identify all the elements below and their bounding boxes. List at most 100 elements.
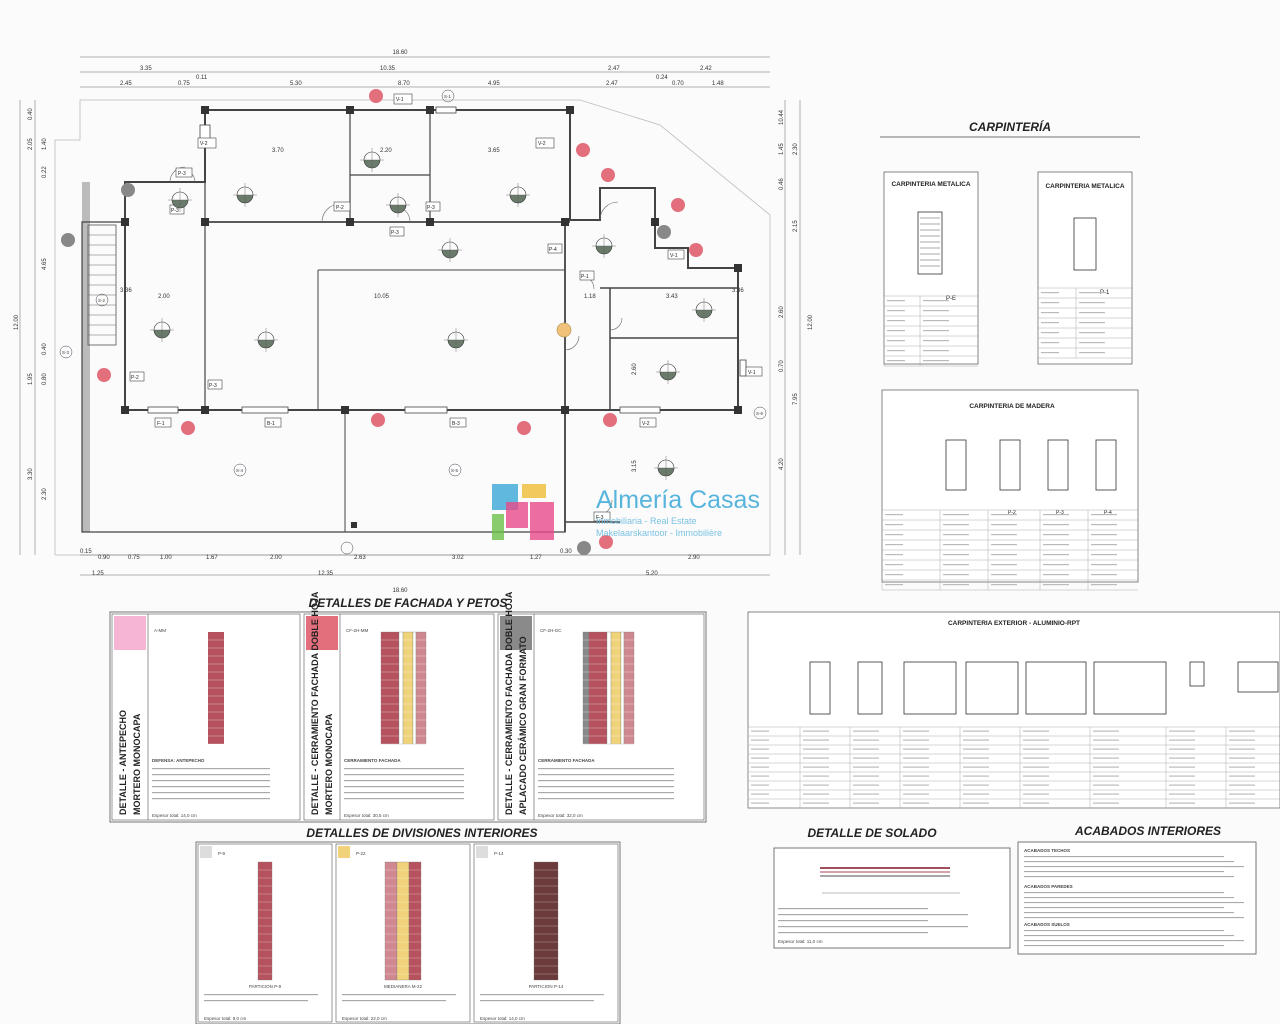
- ceiling-light-icon: [254, 328, 278, 352]
- red-dot: [97, 368, 111, 382]
- dim: 0.46: [779, 178, 785, 190]
- table-cell: [903, 757, 929, 759]
- solado-frame: [773, 847, 1011, 949]
- table-cell: [887, 300, 905, 302]
- text-line: [1024, 892, 1224, 894]
- table-cell: [887, 330, 905, 332]
- spec-table: [1037, 287, 1132, 359]
- dim: 5.30: [290, 81, 302, 87]
- grey-dot: [657, 225, 671, 239]
- table-cell: [1169, 748, 1195, 750]
- table-cell: [943, 514, 969, 516]
- tag: P-3: [427, 205, 435, 211]
- dim: 0.30: [560, 549, 572, 555]
- table-cell: [1079, 332, 1105, 334]
- table-cell: [751, 757, 769, 759]
- table-cell: [887, 360, 905, 362]
- red-dot: [576, 143, 590, 157]
- columns: [121, 106, 742, 528]
- sensor-circles: [59, 89, 767, 555]
- vertical-title: DETALLE - ANTEPECHO: [118, 710, 128, 815]
- site-outline: [54, 99, 771, 556]
- table-cell: [1169, 739, 1195, 741]
- dim: 3.35: [140, 66, 152, 72]
- detail-code: A-MM: [154, 628, 166, 633]
- table-cell: [923, 310, 949, 312]
- table-cell: [1091, 584, 1117, 586]
- vertical-subtitle: APLACADO CERÁMICO GRAN FORMATO: [518, 636, 528, 815]
- dim: 0.24: [656, 75, 668, 81]
- table-cell: [853, 748, 879, 750]
- detail-heading: CERRAMIENTO FACHADA: [344, 758, 401, 763]
- door-code: P-3: [1056, 510, 1064, 516]
- dim-overall-bottom: 18.60: [392, 588, 408, 594]
- dim: 2.05: [28, 138, 34, 150]
- table-cell: [1043, 544, 1069, 546]
- dim: 2.30: [793, 143, 799, 155]
- division-code: P-14: [494, 851, 504, 856]
- table-cell: [1093, 748, 1119, 750]
- table-cell: [963, 784, 989, 786]
- table-cell: [853, 793, 879, 795]
- red-dot: [671, 198, 685, 212]
- red-dot: [517, 421, 531, 435]
- table-cell: [903, 784, 929, 786]
- table-cell: [1091, 554, 1117, 556]
- table-cell: [803, 802, 829, 804]
- table-cell: [1229, 802, 1255, 804]
- dim: 2.60: [632, 363, 638, 375]
- table-cell: [963, 739, 989, 741]
- table-cell: [803, 730, 829, 732]
- text-line: [1024, 861, 1234, 863]
- table-cell: [991, 514, 1017, 516]
- division-code: P-22: [356, 851, 366, 856]
- vertical-title: DETALLE - CERRAMIENTO FACHADA DOBLE HOJA: [504, 591, 514, 815]
- wall-layer: [384, 861, 398, 981]
- dim: 2.90: [688, 555, 700, 561]
- text-line: [778, 920, 928, 922]
- table-cell: [903, 775, 929, 777]
- detail-total: Espesor total: 30,5 cm: [344, 813, 389, 818]
- dim: 2.42: [700, 66, 712, 72]
- panel-title: CARPINTERIA DE MADERA: [969, 403, 1055, 410]
- dim: 2.00: [158, 294, 170, 300]
- table-cell: [991, 534, 1017, 536]
- table-cell: [751, 775, 769, 777]
- dim: 1.67: [206, 555, 218, 561]
- table-cell: [1229, 784, 1255, 786]
- door-elevation: [917, 211, 943, 275]
- dim: 3.65: [488, 148, 500, 154]
- window-elevations: [809, 661, 1279, 715]
- dim: 12.00: [808, 314, 814, 330]
- dim: 3.36: [120, 288, 132, 294]
- table-cell: [943, 534, 969, 536]
- table-cell: [1093, 757, 1119, 759]
- table-cell: [991, 574, 1017, 576]
- red-dot: [603, 413, 617, 427]
- ceiling-light-icon: [150, 318, 174, 342]
- tag: P-4: [549, 247, 557, 253]
- dim: 1.45: [779, 143, 785, 155]
- table-cell: [923, 340, 949, 342]
- table-cell: [853, 802, 879, 804]
- grey-dot: [577, 541, 591, 555]
- table-cell: [1079, 342, 1105, 344]
- text-line: [1024, 866, 1244, 868]
- division-heading: PARTICION P-9: [249, 984, 282, 989]
- table-cell: [963, 802, 989, 804]
- table-cell: [943, 574, 969, 576]
- text-line: [1024, 897, 1234, 899]
- dim: 0.40: [28, 108, 34, 120]
- table-cell: [1169, 802, 1195, 804]
- sensor-label: S-1: [444, 94, 452, 99]
- red-dot: [369, 89, 383, 103]
- dim: 4.65: [42, 258, 48, 270]
- table-cell: [903, 793, 929, 795]
- material-swatch: [306, 616, 338, 650]
- table-cell: [1023, 766, 1049, 768]
- dim: 0.75: [178, 81, 190, 87]
- material-swatch: [338, 846, 350, 858]
- dim: 0.90: [98, 555, 110, 561]
